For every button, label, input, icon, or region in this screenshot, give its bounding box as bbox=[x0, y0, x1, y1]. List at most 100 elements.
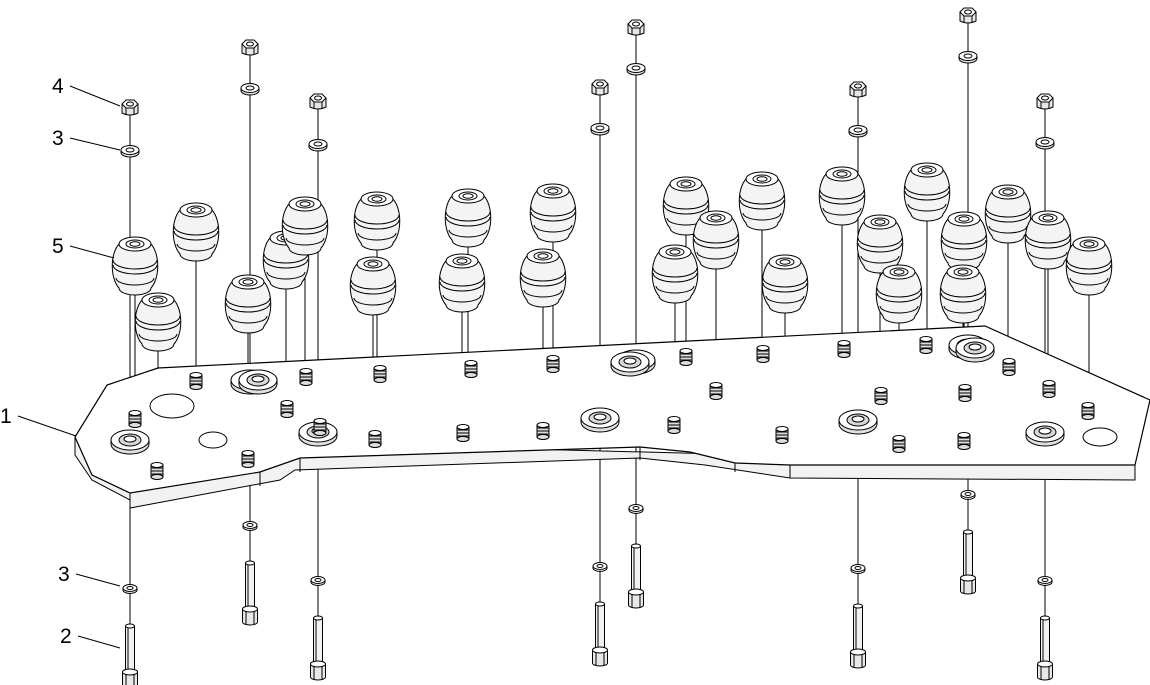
hex-nut-icon bbox=[309, 93, 327, 110]
socket-cap-screw-icon bbox=[122, 623, 138, 685]
rubber-damper-icon bbox=[651, 244, 699, 304]
hex-nut-icon bbox=[241, 39, 259, 56]
socket-cap-screw-icon bbox=[960, 529, 976, 595]
mounting-plate bbox=[74, 325, 1150, 509]
set-screw-icon bbox=[241, 450, 255, 468]
set-screw-icon bbox=[189, 372, 203, 390]
callout-group: 1 2 3 3 4 5 bbox=[0, 75, 121, 649]
socket-cap-screw-icon bbox=[628, 543, 644, 609]
socket-cap-screw-icon bbox=[592, 601, 608, 667]
washer-icon bbox=[1037, 576, 1053, 586]
callout-label-washer-top: 3 bbox=[52, 127, 64, 150]
rubber-damper-icon bbox=[761, 254, 809, 314]
set-screw-icon bbox=[756, 345, 770, 363]
set-screw-icon bbox=[958, 384, 972, 402]
rubber-damper-icon bbox=[984, 184, 1032, 244]
rubber-damper-icon bbox=[818, 166, 866, 226]
set-screw-icon bbox=[1002, 358, 1016, 376]
set-screw-icon bbox=[368, 430, 382, 448]
counterbore-icon bbox=[610, 351, 650, 377]
set-screw-icon bbox=[313, 418, 327, 436]
counterbore-icon bbox=[580, 407, 620, 433]
socket-cap-screw-icon bbox=[1037, 615, 1053, 681]
rubber-damper-icon bbox=[438, 253, 486, 313]
rubber-damper-icon bbox=[172, 202, 220, 262]
callout-label-plate: 1 bbox=[0, 405, 12, 428]
washer-icon bbox=[1035, 137, 1055, 150]
rubber-damper-icon bbox=[939, 264, 987, 324]
set-screw-icon bbox=[709, 382, 723, 400]
set-screw-icon bbox=[150, 462, 164, 480]
set-screw-icon bbox=[546, 355, 560, 373]
washer-icon bbox=[120, 145, 140, 158]
callout-3-top: 3 bbox=[52, 127, 121, 151]
hex-nut-icon bbox=[591, 79, 609, 96]
socket-cap-screw-icon bbox=[850, 603, 866, 669]
set-screw-icon bbox=[919, 336, 933, 354]
rubber-damper-icon bbox=[1065, 236, 1113, 296]
washer-icon bbox=[592, 562, 608, 572]
rubber-damper-icon bbox=[353, 191, 401, 251]
hex-nut-icon bbox=[849, 81, 867, 98]
rubber-damper-icon bbox=[692, 210, 740, 270]
rubber-damper-icon bbox=[519, 248, 567, 308]
set-screw-icon bbox=[957, 432, 971, 450]
set-screw-icon bbox=[456, 424, 470, 442]
set-screw-icon bbox=[874, 387, 888, 405]
rubber-damper-icon bbox=[281, 196, 329, 256]
washer-icon bbox=[626, 63, 646, 76]
set-screw-icon bbox=[679, 348, 693, 366]
washer-icon bbox=[308, 139, 328, 152]
callout-3-bottom: 3 bbox=[58, 563, 121, 587]
socket-cap-screw-icon bbox=[242, 560, 258, 626]
washer-icon bbox=[122, 584, 138, 594]
washer-icon bbox=[310, 576, 326, 586]
callout-label-washer-bottom: 3 bbox=[58, 563, 70, 586]
counterbore-icon bbox=[955, 337, 995, 363]
set-screw-icon bbox=[892, 435, 906, 453]
callout-label-damper: 5 bbox=[52, 235, 64, 258]
set-screw-icon bbox=[536, 422, 550, 440]
set-screw-icon bbox=[299, 368, 313, 386]
washer-icon bbox=[958, 51, 978, 64]
set-screw-icon bbox=[464, 360, 478, 378]
washer-icon bbox=[242, 521, 258, 531]
set-screw-icon bbox=[1081, 402, 1095, 420]
rubber-damper-icon bbox=[903, 162, 951, 222]
counterbore-icon bbox=[238, 369, 278, 395]
set-screw-icon bbox=[667, 416, 681, 434]
callout-4: 4 bbox=[52, 75, 121, 107]
set-screw-icon bbox=[280, 400, 294, 418]
callout-1: 1 bbox=[0, 405, 77, 437]
washer-icon bbox=[848, 125, 868, 138]
washer-icon bbox=[240, 83, 260, 96]
rubber-damper-icon bbox=[444, 188, 492, 248]
hex-nut-icon bbox=[1036, 93, 1054, 110]
set-screw-icon bbox=[128, 410, 142, 428]
set-screw-icon bbox=[373, 365, 387, 383]
rubber-damper-icon bbox=[1024, 210, 1072, 270]
hex-nut-icon bbox=[627, 19, 645, 36]
callout-label-screw: 2 bbox=[60, 625, 72, 648]
rubber-damper-icon bbox=[111, 236, 159, 296]
axis-lines bbox=[129, 16, 1090, 634]
washer-icon bbox=[590, 123, 610, 136]
rubber-damper-icon bbox=[349, 256, 397, 316]
counterbore-icon bbox=[110, 429, 150, 455]
set-screw-icon bbox=[837, 340, 851, 358]
hex-nut-icon bbox=[959, 7, 977, 24]
callout-label-nut: 4 bbox=[52, 75, 64, 98]
upper-hardware-group bbox=[111, 7, 1113, 352]
hex-nut-icon bbox=[121, 99, 139, 116]
callout-2: 2 bbox=[60, 625, 121, 649]
rubber-damper-icon bbox=[940, 211, 988, 271]
rubber-damper-icon bbox=[875, 264, 923, 324]
washer-icon bbox=[960, 490, 976, 500]
washer-icon bbox=[628, 504, 644, 514]
rubber-damper-icon bbox=[529, 183, 577, 243]
rubber-damper-icon bbox=[134, 292, 182, 352]
plate-through-hole bbox=[149, 393, 1118, 449]
set-screw-icon bbox=[1042, 380, 1056, 398]
rubber-damper-icon bbox=[738, 171, 786, 231]
